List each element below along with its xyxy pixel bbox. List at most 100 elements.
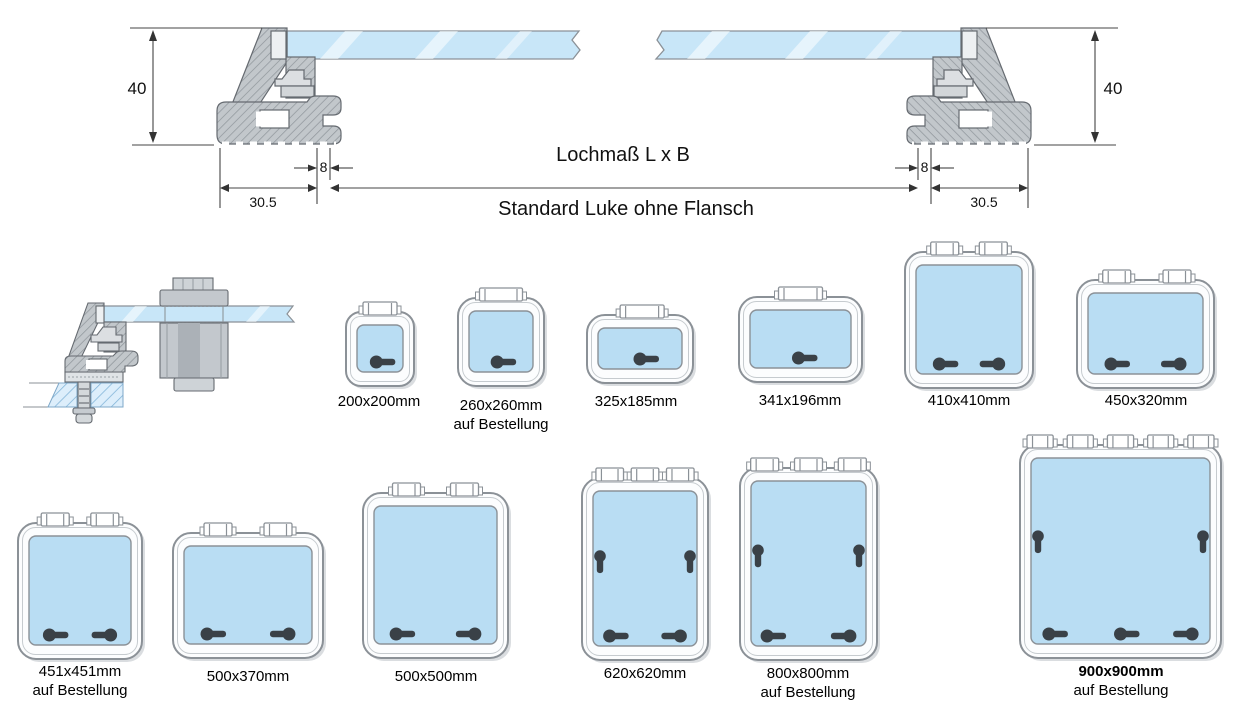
hatch-glass (1087, 292, 1204, 375)
dim-8-left (294, 148, 353, 204)
handle-icon (1197, 530, 1209, 542)
handle-icon (754, 552, 762, 568)
cross-section-drawing: 40 40 8 8 (128, 26, 1123, 220)
handle-icon (684, 550, 696, 562)
hatch-glass (28, 535, 132, 646)
dim-40-right-label: 40 (1104, 79, 1123, 98)
hinge-icon (40, 512, 70, 527)
dim-aperture-line (330, 184, 918, 192)
hinge-icon (203, 522, 233, 537)
hatch-451x451mm (13, 510, 149, 671)
hinge-icon (1146, 434, 1175, 449)
hatch-size-label: 500x500mm (394, 668, 478, 685)
hatch-200x200mm (341, 299, 421, 398)
hinge-icon (777, 286, 824, 301)
handle-icon (1185, 627, 1199, 641)
hatch-drawing (1019, 434, 1224, 661)
standard-hatch-label: Standard Luke ohne Flansch (498, 198, 754, 220)
hatch-size-label: 200x200mm (337, 393, 421, 410)
handle-icon (843, 629, 857, 643)
hatch-frame-inner (909, 256, 1029, 384)
dim-40-right (986, 27, 1118, 146)
detail-glass (103, 305, 296, 323)
hatch-frame-inner (1081, 284, 1210, 384)
hatch-frame-inner (367, 497, 504, 654)
handle-icon (760, 629, 774, 643)
hatch-drawing (457, 287, 547, 389)
glass-panel-left (286, 30, 581, 60)
handle-icon (1034, 538, 1042, 554)
dim-305-right (931, 148, 1029, 208)
hatch-frame-inner (744, 472, 873, 656)
hatch-260x260mm (453, 285, 551, 398)
hinge-icon (793, 457, 824, 472)
hatch-frame-inner (586, 482, 704, 656)
hinge-icon (978, 241, 1008, 256)
handle-icon (752, 544, 764, 557)
hatch-frame-inner (22, 527, 138, 655)
hinge-icon (478, 287, 524, 302)
hinge-icon (1102, 269, 1132, 284)
hatch-glass (1030, 457, 1211, 645)
hatch-drawing (738, 286, 865, 385)
handle-icon (1032, 530, 1044, 542)
hatch-drawing (172, 522, 326, 661)
hatch-glass (915, 264, 1023, 375)
handle-icon (1114, 627, 1127, 641)
hinge-icon (362, 301, 398, 316)
handle-icon (673, 629, 687, 643)
hatch-size-label: 450x320mm (1104, 392, 1188, 409)
hinge-icon (619, 304, 665, 319)
dim-40-left (130, 27, 262, 146)
hatch-size-label: 620x620mm (603, 665, 687, 682)
handle-icon (932, 357, 946, 371)
hinge-icon (750, 457, 780, 472)
hinge-icon (449, 482, 480, 497)
handle-icon (791, 351, 805, 365)
hatch-drawing (581, 467, 711, 663)
handle-icon (369, 355, 383, 369)
hatch-800x800mm (735, 455, 884, 672)
handle-icon (686, 558, 694, 574)
hatch-frame-inner (743, 301, 858, 378)
hatch-500x500mm (358, 480, 515, 670)
hatch-325x185mm (582, 302, 700, 395)
hatch-frame-inner (177, 537, 319, 654)
deck-section (23, 382, 124, 408)
hatch-glass (597, 327, 683, 370)
handle-icon (104, 628, 118, 642)
dim-8-right-label: 8 (921, 159, 929, 175)
hinge-icon (1187, 434, 1215, 449)
hatch-341x196mm (734, 284, 869, 394)
hatch-frame-inner (462, 302, 540, 382)
hatch-drawing (1076, 269, 1217, 391)
hatch-drawing (904, 241, 1036, 391)
left-profile (216, 27, 342, 146)
handle-icon (853, 544, 865, 557)
hinge-icon (1106, 434, 1135, 449)
hatch-size-label: 325x185mm (594, 393, 678, 410)
hinge-icon (630, 467, 660, 482)
hinge-icon (90, 512, 120, 527)
hatch-620x620mm (577, 465, 715, 672)
handle-icon (490, 355, 504, 369)
handle-icon (1042, 627, 1056, 641)
hatch-frame-inner (350, 316, 410, 382)
handle-icon (992, 357, 1006, 371)
hatch-glass (750, 480, 867, 647)
hatch-frame-inner (1024, 449, 1217, 654)
hatch-frame-inner (591, 319, 689, 379)
handle-icon (596, 558, 604, 574)
hatch-drawing (739, 457, 880, 663)
glass-panel-right (654, 30, 964, 60)
hatch-glass (373, 505, 498, 645)
hatch-size-label: 410x410mm (927, 392, 1011, 409)
hinge-icon (1026, 434, 1054, 449)
clamp-bolt-assembly (159, 277, 229, 392)
dim-40-left-label: 40 (128, 79, 147, 98)
hinge-icon (930, 241, 960, 256)
